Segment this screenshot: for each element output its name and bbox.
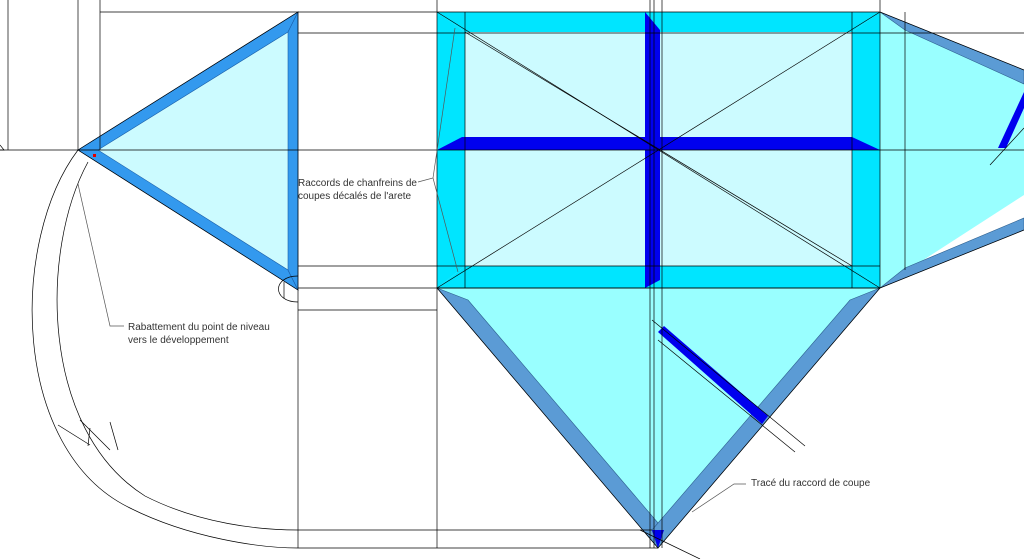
left-triangle-face [78, 12, 298, 290]
annotation-leaders [77, 27, 746, 513]
bottom-triangle-face [437, 288, 880, 548]
chamfer-offset-label-line1: Raccords de chanfreins de [298, 178, 417, 189]
cut-traces [437, 12, 1024, 548]
level-point-label-line1: Rabattement du point de niveau [128, 322, 270, 333]
level-point-marker [93, 154, 96, 157]
center-top-chamfer [437, 12, 880, 32]
left-vertical-chamfer [287, 11, 299, 291]
cut-trace-label: Tracé du raccord de coupe [751, 478, 871, 489]
right-edge-cut [998, 92, 1024, 148]
diagonal-cut-band [658, 326, 768, 424]
annotations: Raccords de chanfreins de coupes décalés… [128, 178, 871, 489]
level-point-label-line2: vers le développement [128, 335, 229, 346]
chamfer-offset-label-line2: coupes décalés de l'arete [298, 191, 412, 202]
